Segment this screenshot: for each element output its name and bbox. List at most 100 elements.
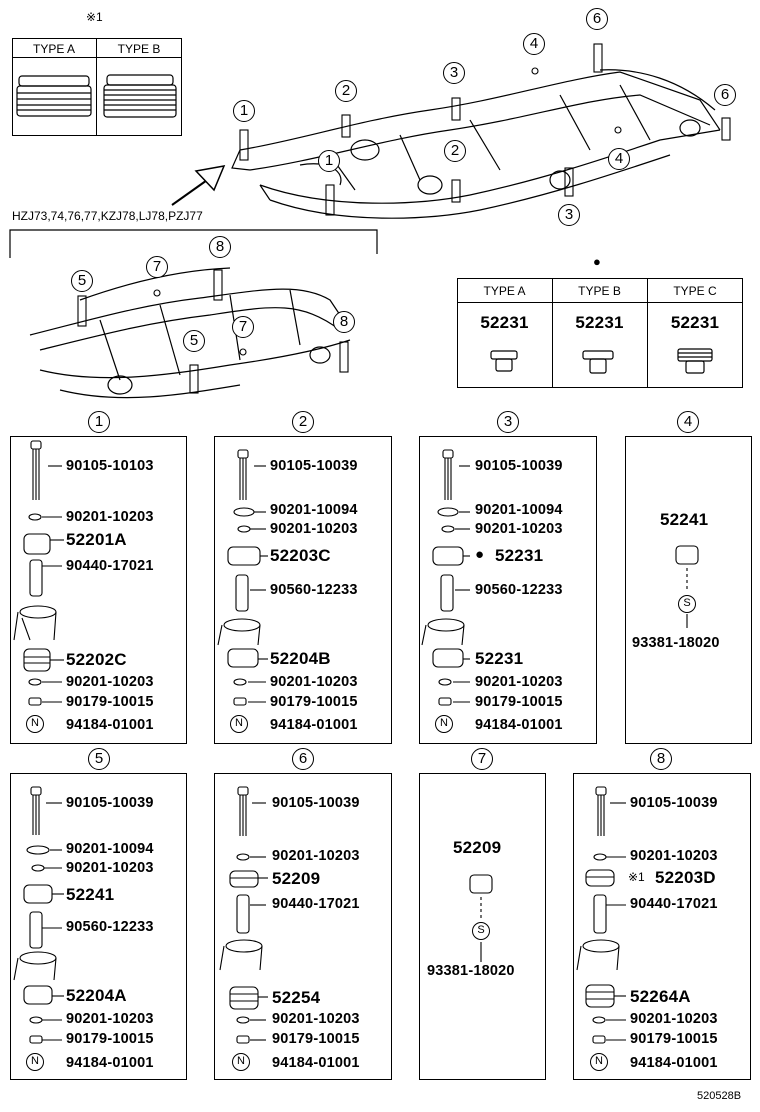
part-number: 52231: [495, 546, 544, 565]
part-number: 94184-01001: [66, 717, 154, 733]
part-number: 93381-18020: [632, 635, 720, 651]
section-number-2: 2: [292, 411, 314, 433]
callout-5-left: 5: [71, 270, 93, 292]
part-number: 90201-10203: [272, 848, 360, 864]
n-mark-icon: N: [435, 715, 453, 733]
type-a-mount-icon: [16, 75, 92, 117]
exploded-parts: [13, 440, 699, 1044]
part-number: 90560-12233: [475, 582, 563, 598]
n-mark-icon: N: [26, 1053, 44, 1071]
part-number: 52209: [272, 869, 321, 888]
callout-3-top: 3: [443, 62, 465, 84]
type-b-mount-icon: [103, 74, 177, 118]
part-number: 90560-12233: [270, 582, 358, 598]
section-2-parts: [217, 449, 268, 706]
section-box-4: [625, 436, 752, 744]
section-number-8: 8: [650, 748, 672, 770]
part-number: 94184-01001: [66, 1055, 154, 1071]
section-7-parts: [469, 874, 493, 962]
part-number: 94184-01001: [475, 717, 563, 733]
part-number: 93381-18020: [427, 963, 515, 979]
part-number: 90201-10203: [66, 509, 154, 525]
section-number-6: 6: [292, 748, 314, 770]
section-8-parts: [576, 786, 626, 1044]
callout-2-lower: 2: [444, 140, 466, 162]
part-number: 90105-10039: [630, 795, 718, 811]
n-mark-icon: N: [26, 715, 44, 733]
part-number: 90105-10039: [66, 795, 154, 811]
n-mark-icon: N: [230, 715, 248, 733]
part-number: 90201-10203: [475, 521, 563, 537]
part-number: 94184-01001: [630, 1055, 718, 1071]
type-table-part-c: 52231: [670, 313, 720, 332]
part-number: 90201-10094: [66, 841, 154, 857]
callout-2-top: 2: [335, 80, 357, 102]
part-number: 52254: [272, 988, 321, 1007]
part-number: 52241: [66, 885, 115, 904]
section-1-parts: [13, 440, 64, 706]
part-number: 90440-17021: [66, 558, 154, 574]
top-legend-type-b: TYPE B: [117, 42, 161, 56]
part-number: 90179-10015: [630, 1031, 718, 1047]
part-number: 52203D: [655, 868, 716, 887]
section-number-7: 7: [471, 748, 493, 770]
part-number: 90105-10039: [475, 458, 563, 474]
part-number: 90201-10094: [475, 502, 563, 518]
part-number: 90179-10015: [270, 694, 358, 710]
type-table-header-a: TYPE A: [483, 284, 526, 298]
section-box-3: [419, 436, 597, 744]
part-number: 90105-10039: [272, 795, 360, 811]
model-label: HZJ73,74,76,77,KZJ78,LJ78,PZJ77: [12, 209, 203, 223]
section-5-parts: [13, 786, 64, 1044]
part-number: 90440-17021: [630, 896, 718, 912]
s-mark-icon: S: [472, 922, 490, 940]
type-table-part-a: 52231: [480, 313, 529, 332]
section-box-2: [214, 436, 392, 744]
callout-6-top: 6: [586, 8, 608, 30]
section-box-6: [214, 773, 392, 1080]
part-number: 90440-17021: [272, 896, 360, 912]
part-number: 90201-10094: [270, 502, 358, 518]
chassis-frame-lower: [29, 267, 351, 399]
top-legend-type-a: TYPE A: [32, 42, 76, 56]
callout-7-lower: 7: [232, 316, 254, 338]
part-number: 90560-12233: [66, 919, 154, 935]
n-mark-icon: N: [232, 1053, 250, 1071]
part-number: 52264A: [630, 987, 691, 1006]
n-mark-icon: N: [590, 1053, 608, 1071]
type-table-header-c: TYPE C: [673, 284, 717, 298]
part-number: 90201-10203: [270, 521, 358, 537]
section-6-parts: [219, 786, 268, 1044]
chassis-frame-top: [231, 69, 721, 219]
callout-8-right: 8: [333, 311, 355, 333]
part-number: 90179-10015: [66, 1031, 154, 1047]
part-number: 90201-10203: [66, 1011, 154, 1027]
part-number: 90105-10039: [270, 458, 358, 474]
type-table-mark: ●: [593, 254, 601, 269]
part-number: 94184-01001: [270, 717, 358, 733]
part-number: 90201-10203: [630, 1011, 718, 1027]
part-number: 52204B: [270, 649, 331, 668]
part-number: 52231: [475, 649, 524, 668]
part-number: 90105-10103: [66, 458, 154, 474]
part-number: 52241: [660, 510, 709, 529]
part-number: 52209: [453, 838, 502, 857]
type-table: [457, 278, 743, 388]
top-legend-mark: ※1: [86, 10, 103, 24]
part-number: 52203C: [270, 546, 331, 565]
section-number-4: 4: [677, 411, 699, 433]
part-number: 52202C: [66, 650, 127, 669]
type-table-part-b: 52231: [575, 313, 624, 332]
section-4-parts: [675, 545, 699, 628]
callout-7-top: 7: [146, 256, 168, 278]
part-number: 90201-10203: [475, 674, 563, 690]
part-number: 52201A: [66, 530, 127, 549]
part-number: 90201-10203: [270, 674, 358, 690]
section-number-1: 1: [88, 411, 110, 433]
part-number: 90201-10203: [66, 674, 154, 690]
s-mark-icon: S: [678, 595, 696, 613]
part-number: 90201-10203: [272, 1011, 360, 1027]
part-number: 90201-10203: [66, 860, 154, 876]
section-box-8: [573, 773, 751, 1080]
